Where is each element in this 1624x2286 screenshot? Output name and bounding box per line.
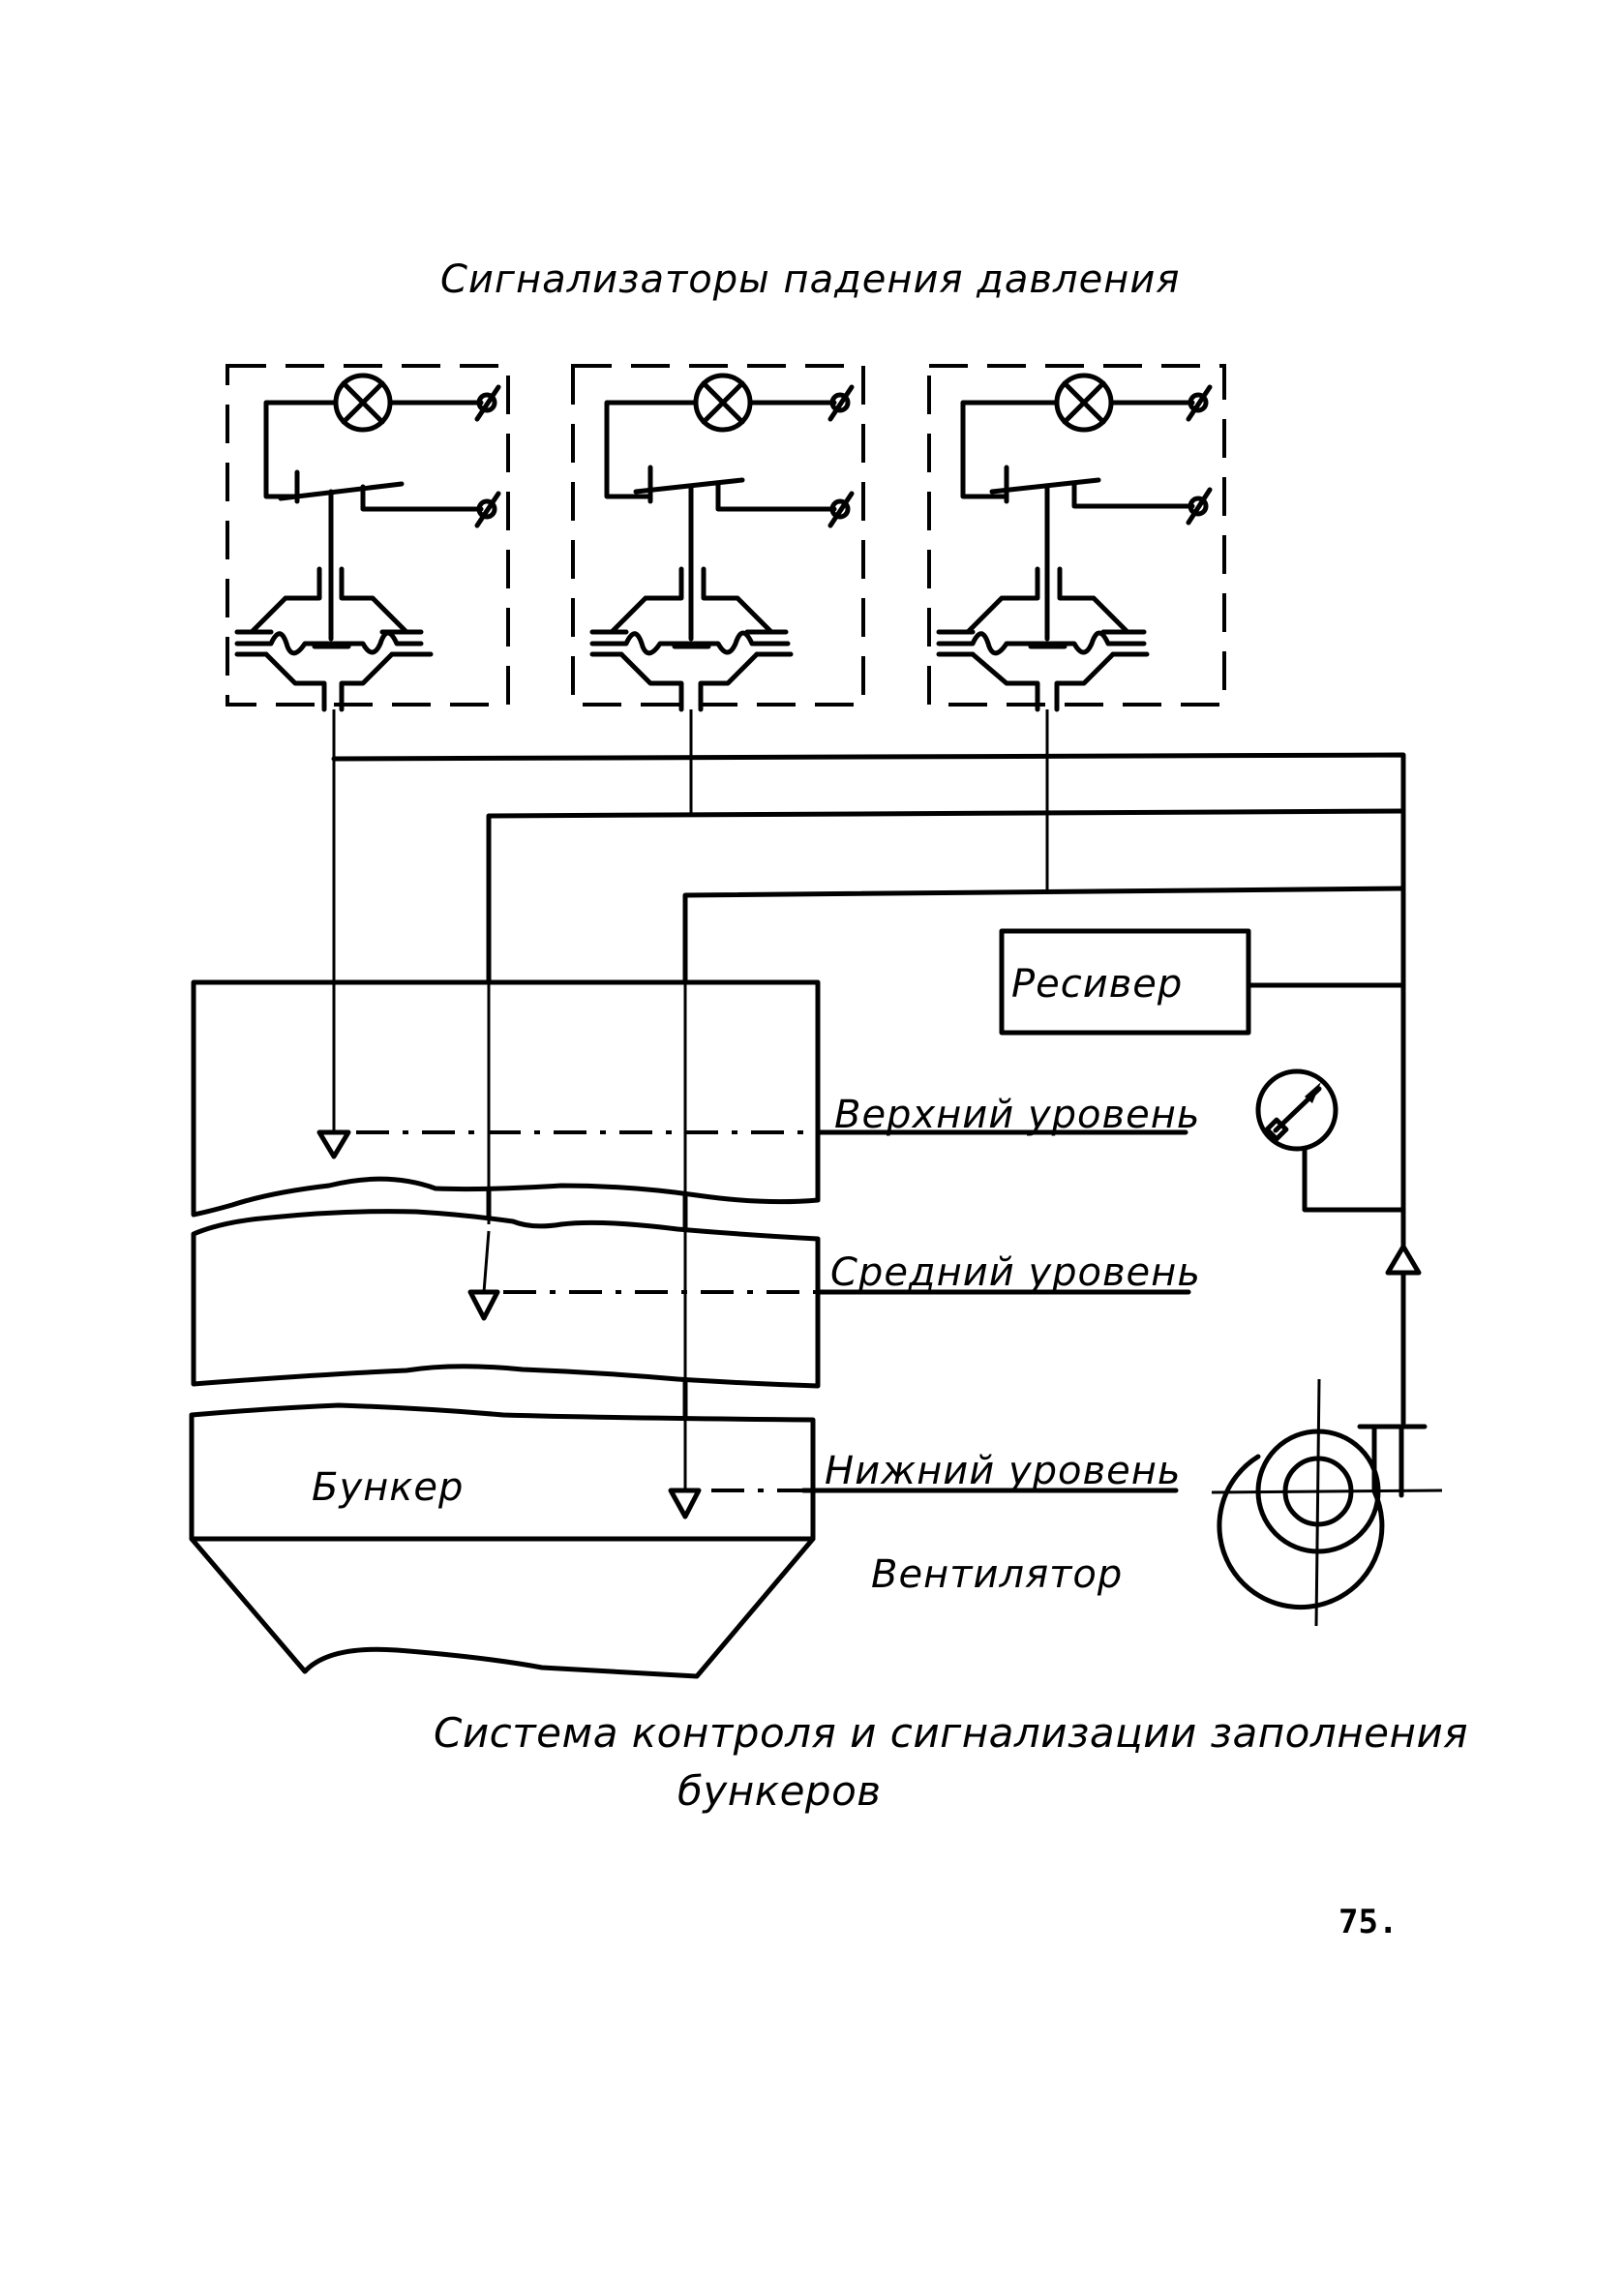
- bunker-section-lower: Бункер: [189, 1402, 816, 1679]
- level-upper: Верхний уровень: [316, 1093, 1200, 1159]
- caption-line-1: Система контроля и сигнализации заполнен…: [434, 1709, 1468, 1757]
- pressure-gauge-icon: [1255, 1068, 1338, 1152]
- diagram-title: Сигнализаторы падения давления: [440, 257, 1180, 302]
- sensor-enclosure: [571, 364, 865, 707]
- terminal-icon: [1186, 384, 1213, 422]
- level-lower: Нижний уровень: [668, 1449, 1181, 1519]
- receiver-label: Ресивер: [1011, 962, 1183, 1007]
- receiver-box: Ресивер: [999, 928, 1251, 1036]
- switch-lever: [278, 481, 405, 501]
- caption-line-2: бункеров: [677, 1767, 882, 1815]
- terminal-icon: [474, 384, 501, 422]
- bunker-label: Бункер: [312, 1465, 464, 1510]
- triangle-down-icon: [668, 1488, 702, 1519]
- upper-level-label: Верхний уровень: [834, 1093, 1200, 1137]
- terminal-icon: [827, 491, 855, 528]
- sensor-unit-2: [571, 364, 865, 712]
- lamp-cross-icon: [333, 373, 393, 433]
- page-number: 75.: [1338, 1903, 1398, 1941]
- triangle-down-icon: [316, 1129, 351, 1159]
- bunker-section-middle: [191, 1209, 821, 1389]
- lower-level-label: Нижний уровень: [825, 1449, 1181, 1493]
- fan-label: Вентилятор: [871, 1552, 1123, 1597]
- sensor-enclosure: [226, 364, 510, 707]
- lamp-cross-icon: [693, 373, 753, 433]
- sensor-unit-1: [226, 364, 510, 712]
- terminal-icon: [474, 491, 501, 528]
- diaphragm-icon: [589, 566, 794, 712]
- sensor-unit-3: [927, 364, 1226, 712]
- sensor-enclosure: [927, 364, 1226, 707]
- triangle-up-icon: [1385, 1244, 1422, 1276]
- diaphragm-icon: [936, 566, 1150, 712]
- diaphragm-icon: [234, 566, 434, 712]
- terminal-icon: [1186, 487, 1213, 526]
- terminal-icon: [827, 384, 855, 422]
- lamp-cross-icon: [1054, 373, 1114, 433]
- centrifugal-fan-icon: [1211, 1378, 1443, 1627]
- triangle-down-icon: [467, 1289, 500, 1321]
- middle-level-label: Средний уровень: [830, 1250, 1201, 1295]
- level-middle: Средний уровень: [467, 1250, 1201, 1321]
- bunker-section-upper: [191, 979, 821, 1218]
